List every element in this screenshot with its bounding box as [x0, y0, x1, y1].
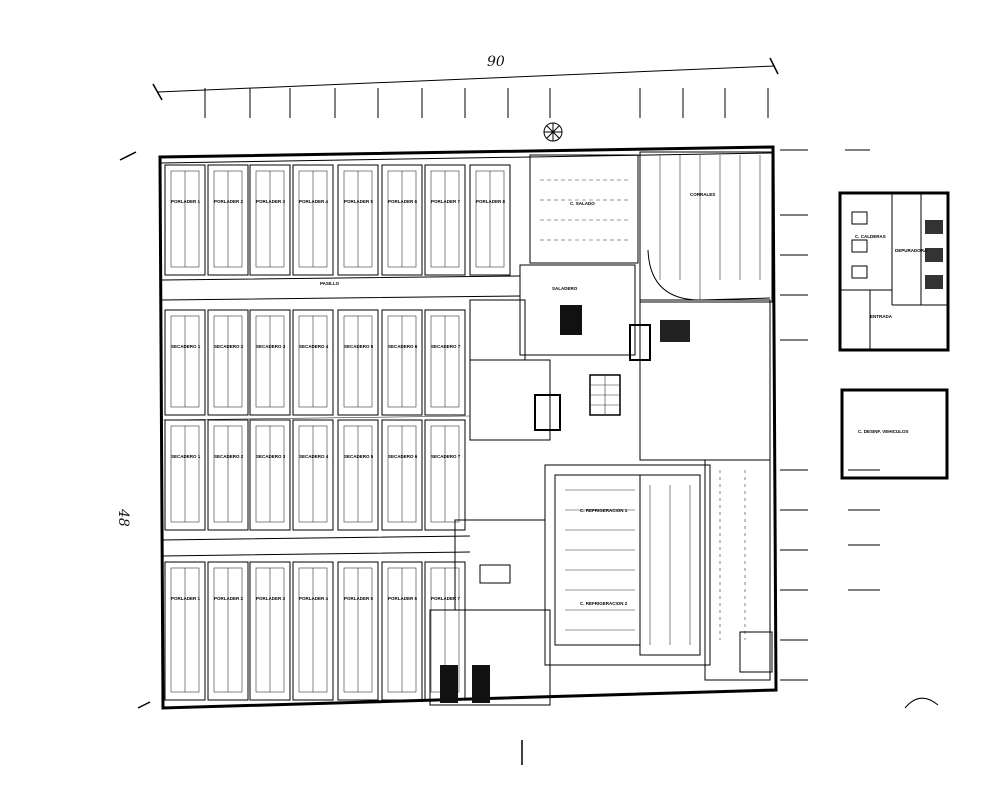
drying-room-label: SECADERO 1	[171, 344, 201, 349]
drying-room: SECADERO 3	[249, 419, 291, 531]
drying-room: PORLADER 1	[164, 164, 206, 276]
drying-room: SECADERO 7	[424, 419, 466, 531]
room-label-refrig-2: C. REFRIGERACION 2	[580, 601, 628, 606]
room-label-entrada: ENTRADA	[870, 314, 893, 319]
room-label-pasillo: PASILLO	[320, 281, 340, 286]
drying-room-label: SECADERO 7	[431, 454, 461, 459]
drying-room-label: SECADERO 3	[256, 344, 286, 349]
drying-room-label: PORLADER 2	[214, 596, 244, 601]
drying-room-label: PORLADER 6	[388, 596, 418, 601]
room-label-refrig-1: C. REFRIGERACION 1	[580, 508, 628, 513]
room-label-saladero: SALADERO	[552, 286, 578, 291]
compass-icon	[543, 122, 563, 142]
drying-room: SECADERO 6	[381, 309, 423, 416]
drying-room: PORLADER 3	[249, 164, 291, 276]
dimension-line-height: 48	[115, 151, 151, 709]
drying-room: SECADERO 2	[207, 419, 249, 531]
drying-rooms: PORLADER 1 PORLADER 2 PORLADER 3 PORLADER 4…	[164, 164, 511, 701]
drying-room: PORLADER 1	[164, 561, 206, 701]
room-label-depuradora: DEPURADORA	[895, 248, 928, 253]
drying-room-label: SECADERO 6	[388, 344, 418, 349]
drying-room: SECADERO 4	[292, 309, 334, 416]
drying-room-label: PORLADER 2	[214, 199, 244, 204]
drying-room: PORLADER 5	[337, 561, 379, 701]
drying-room: PORLADER 6	[381, 561, 423, 701]
drying-room-label: PORLADER 4	[299, 596, 329, 601]
drying-room-label: PORLADER 5	[344, 596, 374, 601]
drying-room: SECADERO 5	[337, 309, 379, 416]
drying-room: PORLADER 7	[424, 164, 466, 276]
vehicle-disinfection-building: C. DESINF. VEHICULOS	[840, 388, 949, 480]
room-label-corrales: CORRALES	[690, 192, 715, 197]
drying-room: PORLADER 6	[381, 164, 423, 276]
drying-room-label: PORLADER 6	[388, 199, 418, 204]
drying-room: SECADERO 1	[164, 419, 206, 531]
drying-room: PORLADER 5	[337, 164, 379, 276]
drying-room: PORLADER 4	[292, 164, 334, 276]
drying-room: PORLADER 8	[469, 164, 511, 276]
drying-room-label: SECADERO 3	[256, 454, 286, 459]
room-label-c-salado: C. SALADO	[570, 201, 595, 206]
column-grid-ticks	[204, 88, 769, 118]
drying-room: SECADERO 4	[292, 419, 334, 531]
drying-room-label: PORLADER 8	[476, 199, 506, 204]
room-label-calderas: C. CALDERAS	[855, 234, 886, 239]
drying-room-label: PORLADER 1	[171, 596, 201, 601]
main-building: PORLADER 1 PORLADER 2 PORLADER 3 PORLADER 4…	[158, 145, 778, 710]
drying-room-label: PORLADER 7	[431, 199, 461, 204]
dimension-line-width: 90	[152, 54, 779, 101]
drying-room-label: PORLADER 3	[256, 199, 286, 204]
drying-room-label: PORLADER 5	[344, 199, 374, 204]
drying-room-label: SECADERO 4	[299, 454, 329, 459]
drying-room: PORLADER 2	[207, 561, 249, 701]
drying-room: SECADERO 1	[164, 309, 206, 416]
drying-room-label: SECADERO 5	[344, 454, 374, 459]
drying-room-label: SECADERO 7	[431, 344, 461, 349]
drying-room-label: PORLADER 7	[431, 596, 461, 601]
drying-room-label: SECADERO 1	[171, 454, 201, 459]
drying-room-label: SECADERO 2	[214, 344, 244, 349]
drying-room: SECADERO 5	[337, 419, 379, 531]
annex-building: C. CALDERAS DEPURADORA ENTRADA	[838, 191, 950, 352]
drying-room: SECADERO 6	[381, 419, 423, 531]
drying-room-label: SECADERO 4	[299, 344, 329, 349]
drying-room: SECADERO 2	[207, 309, 249, 416]
drying-room-label: PORLADER 4	[299, 199, 329, 204]
drying-room-label: PORLADER 1	[171, 199, 201, 204]
room-label-desinfeccion: C. DESINF. VEHICULOS	[858, 429, 909, 434]
drying-room-label: SECADERO 6	[388, 454, 418, 459]
width-dimension-label: 90	[487, 54, 505, 70]
drying-room: SECADERO 3	[249, 309, 291, 416]
height-dimension-label: 48	[115, 508, 131, 527]
drying-room: PORLADER 4	[292, 561, 334, 701]
drying-room-label: PORLADER 3	[256, 596, 286, 601]
drying-room: SECADERO 7	[424, 309, 466, 416]
drying-room-label: SECADERO 5	[344, 344, 374, 349]
drying-room-label: SECADERO 2	[214, 454, 244, 459]
drying-room: PORLADER 3	[249, 561, 291, 701]
drying-room: PORLADER 2	[207, 164, 249, 276]
